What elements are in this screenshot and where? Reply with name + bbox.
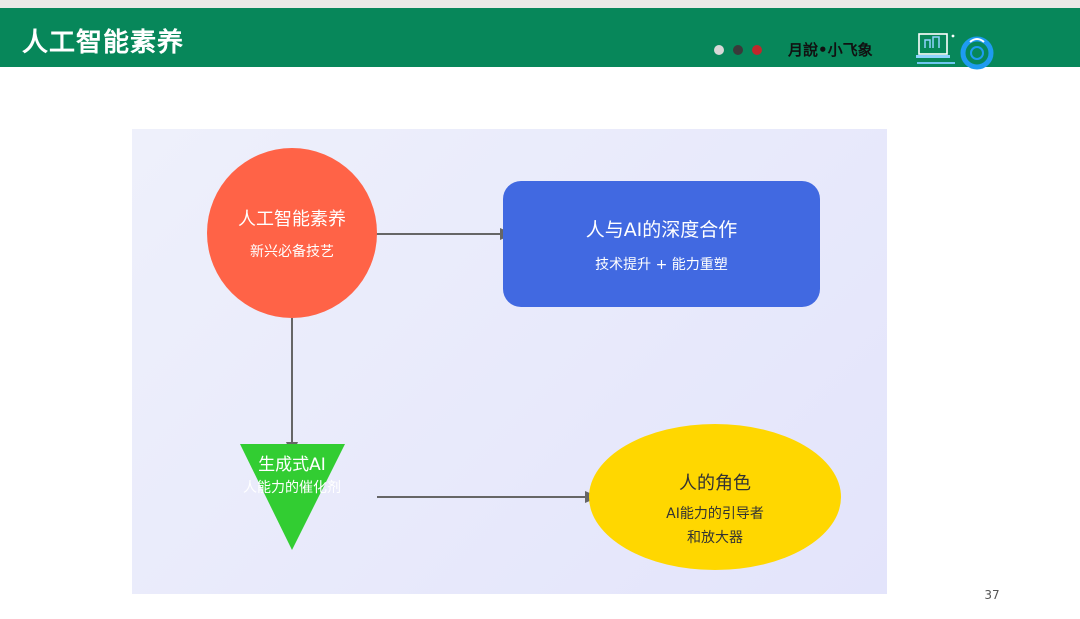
badge-logo-icon: [960, 36, 994, 70]
node-collab-subtitle: 技术提升 + 能力重塑: [595, 257, 728, 273]
diagram-canvas: [207, 148, 841, 570]
node-human-ellipse: [589, 424, 841, 570]
brand-name: 月說•小飞象: [788, 41, 873, 59]
slide-header: 人工智能素养 月說•小飞象: [0, 8, 1080, 70]
school-logo-icon: [916, 33, 955, 64]
node-literacy-subtitle: 新兴必备技艺: [250, 244, 334, 260]
indicator-dot-light: [714, 45, 724, 55]
node-genai-subtitle: 人能力的催化剂: [243, 480, 341, 496]
slide-title: 人工智能素养: [22, 28, 185, 58]
node-genai-label: 生成式AI 人能力的催化剂: [222, 450, 362, 497]
window-top-strip: [0, 0, 1080, 8]
node-collab-box: [503, 181, 820, 307]
node-genai-title: 生成式AI: [258, 455, 326, 475]
indicator-dot-dark: [733, 45, 743, 55]
indicator-dot-red: [752, 45, 762, 55]
ai-literacy-diagram: 人工智能素养 新兴必备技艺 人与AI的深度合作 技术提升 + 能力重塑 生成式A…: [132, 129, 887, 594]
node-human-subtitle-line1: AI能力的引导者: [666, 506, 764, 522]
node-literacy-label: 人工智能素养 新兴必备技艺: [217, 205, 367, 261]
node-collab-label: 人与AI的深度合作 技术提升 + 能力重塑: [523, 215, 800, 274]
node-genai-triangle: [240, 444, 345, 550]
node-collab-title: 人与AI的深度合作: [585, 219, 738, 241]
node-human-title: 人的角色: [679, 473, 751, 494]
node-human-subtitle-line2: 和放大器: [687, 530, 743, 546]
node-literacy-circle: [207, 148, 377, 318]
node-literacy-title: 人工智能素养: [238, 209, 346, 230]
page-number: 37: [984, 588, 1000, 602]
node-human-label: 人的角色 AI能力的引导者 和放大器: [625, 469, 805, 547]
